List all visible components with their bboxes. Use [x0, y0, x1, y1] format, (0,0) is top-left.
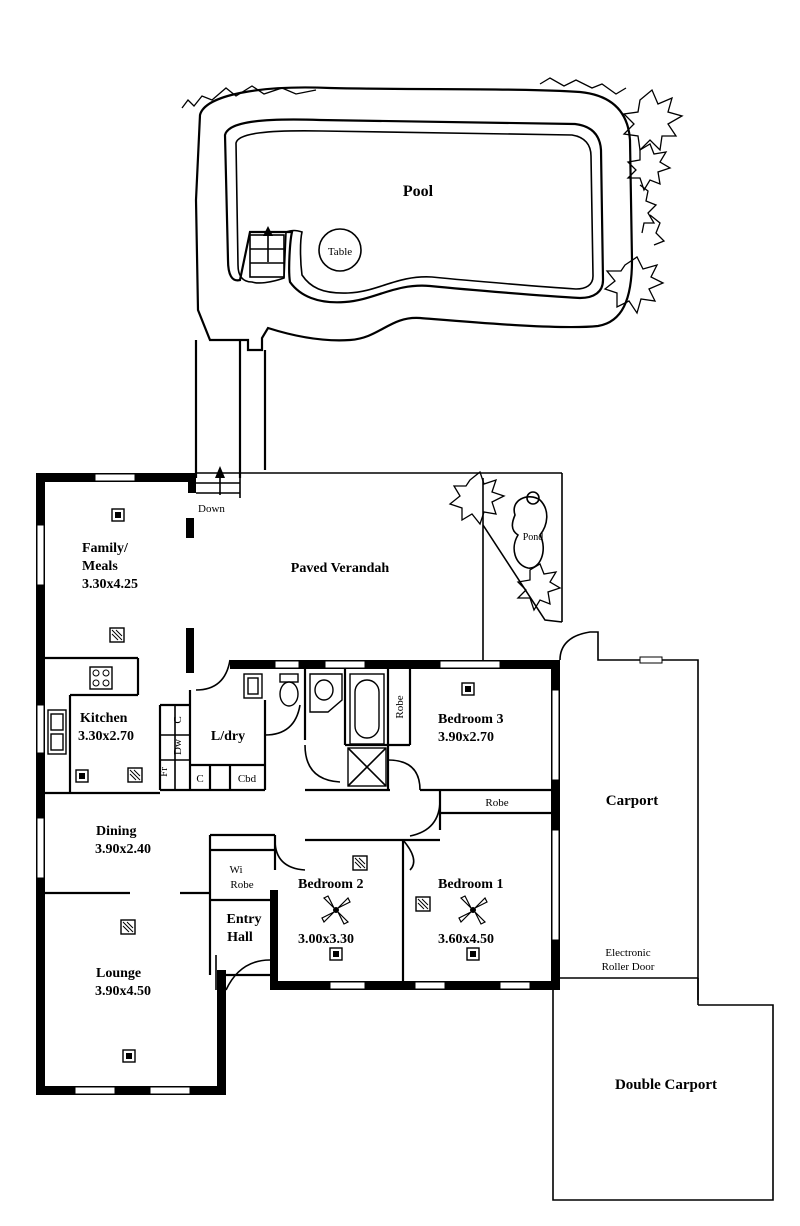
bedroom2-label: Bedroom 2 [298, 877, 363, 892]
heater-icon [109, 627, 125, 643]
kitchen-fr-label: Fr [158, 767, 170, 777]
window [324, 660, 366, 669]
double-carport-label: Double Carport [615, 1077, 717, 1093]
kitchen-dw-label: Dw [172, 739, 184, 755]
sink-icon [47, 709, 67, 755]
family-label-2: Meals [82, 559, 118, 574]
robe-1-label: Robe [485, 797, 508, 809]
shower-icon [347, 747, 387, 787]
window [499, 981, 531, 990]
heater-icon [75, 769, 89, 783]
ceiling-fan-icon [321, 895, 351, 925]
carport-label: Carport [606, 793, 659, 809]
verandah-area: Down Paved Verandah Pond [196, 466, 563, 660]
window [329, 981, 366, 990]
house-walls [36, 473, 560, 1095]
toilet-icon [279, 673, 299, 707]
wi-robe-label-2: Robe [230, 879, 253, 891]
pool-steps [249, 226, 285, 278]
bedroom3-label: Bedroom 3 [438, 712, 503, 727]
verandah-label: Paved Verandah [291, 561, 390, 576]
window [439, 660, 501, 669]
pool-table [318, 228, 362, 272]
pool-area: Table Pool [181, 77, 684, 478]
heater-icon [329, 947, 343, 961]
bedroom2-dims: 3.00x3.30 [298, 932, 354, 947]
kitchen-label: Kitchen [80, 711, 128, 726]
window [551, 829, 560, 941]
window [36, 817, 45, 879]
cbd-label: Cbd [238, 773, 257, 785]
heater-icon [352, 855, 368, 871]
down-label: Down [198, 503, 225, 515]
window [414, 981, 446, 990]
entry-label-1: Entry [227, 912, 262, 927]
pond [511, 496, 548, 569]
family-dims: 3.30x4.25 [82, 577, 138, 592]
heater-icon [127, 767, 143, 783]
window [551, 689, 560, 781]
plant-icon [603, 88, 684, 315]
window [149, 1086, 191, 1095]
bedroom3-dims: 3.90x2.70 [438, 730, 494, 745]
lounge-dims: 3.90x4.50 [95, 984, 151, 999]
kitchen-c-label: C [172, 716, 184, 723]
heater-icon [466, 947, 480, 961]
entry-label-2: Hall [227, 930, 253, 945]
heater-icon [461, 682, 475, 696]
dining-dims: 3.90x2.40 [95, 842, 151, 857]
basin-icon [309, 673, 343, 713]
pool-table-label: Table [328, 246, 352, 258]
bath-icon [349, 673, 385, 745]
stair-arrow-icon [215, 466, 225, 478]
room-labels: Family/ Meals 3.30x4.25 Kitchen 3.30x2.7… [78, 541, 509, 999]
stair-arrow-icon [263, 226, 273, 236]
heater-icon [120, 919, 136, 935]
plant-icon [448, 470, 562, 612]
pool-label: Pool [403, 183, 434, 200]
lounge-label: Lounge [96, 966, 141, 981]
fixtures: C Dw Fr [47, 508, 488, 1063]
bedroom1-label: Bedroom 1 [438, 877, 503, 892]
heater-icon [415, 896, 431, 912]
window [74, 1086, 116, 1095]
roller-door-label-1: Electronic [605, 947, 650, 959]
laundry-label: L/dry [211, 729, 245, 744]
cbd-c-label: C [196, 773, 203, 785]
window [94, 473, 136, 482]
wi-robe-label-1: Wi [230, 864, 243, 876]
carport-area: Carport Electronic Roller Door Double Ca… [552, 631, 774, 1201]
pond-label: Pond [523, 532, 544, 543]
ceiling-fan-icon [458, 895, 488, 925]
trough-icon [243, 673, 263, 699]
kitchen-dims: 3.30x2.70 [78, 729, 134, 744]
robe-3-label: Robe [394, 695, 406, 718]
cooktop-icon [89, 666, 113, 690]
heater-icon [111, 508, 125, 522]
family-label-1: Family/ [82, 541, 129, 556]
window [36, 524, 45, 586]
garden-edge [181, 77, 627, 109]
roller-door-label-2: Roller Door [602, 961, 655, 973]
window [36, 704, 45, 754]
heater-icon [122, 1049, 136, 1063]
bedroom1-dims: 3.60x4.50 [438, 932, 494, 947]
window [274, 660, 300, 669]
dining-label: Dining [96, 824, 136, 839]
